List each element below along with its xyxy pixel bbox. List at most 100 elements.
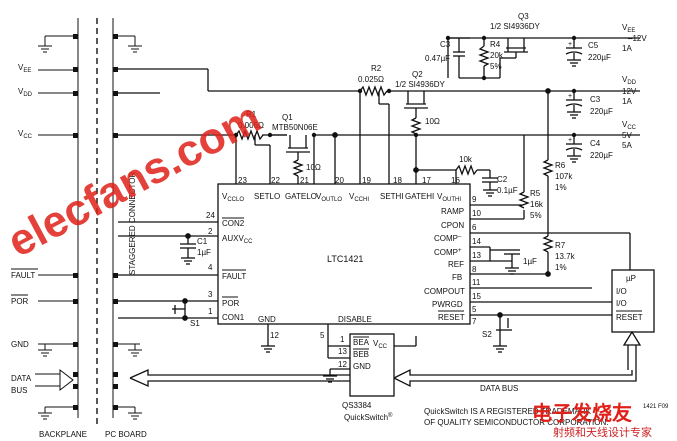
ic-name: LTC1421 <box>327 254 363 264</box>
qs-gnd: GND <box>353 362 371 371</box>
r5-value: 16k <box>530 200 544 209</box>
svg-text:COMP+: COMP+ <box>434 248 462 257</box>
svg-text:COMPOUT: COMPOUT <box>424 287 465 296</box>
q1-label: Q1 <box>282 113 293 122</box>
vcc-label: VCC <box>18 129 33 140</box>
qs3384-body <box>349 333 395 397</box>
r2-value: 0.025Ω <box>358 75 384 84</box>
up-io1: I/O <box>616 287 627 296</box>
rail-vee-current: 1A <box>622 44 632 53</box>
r10k-label: 10k <box>459 155 473 164</box>
r6-value: 107k <box>555 172 573 181</box>
por-label: POR <box>11 297 29 306</box>
qs-pin12: 12 <box>338 360 347 369</box>
qs-pin5: 5 <box>320 331 325 340</box>
ic-top-pin-names: VCCLO SETLO GATELO VOUTLO VCCHI SETHI GA… <box>222 192 461 203</box>
rail-vee-label: VEE <box>622 23 635 34</box>
s1-label: S1 <box>190 319 200 328</box>
bus-label: BUS <box>11 386 27 395</box>
svg-text:AUXVCC: AUXVCC <box>222 234 253 245</box>
svg-text:7: 7 <box>472 317 477 326</box>
rail-vdd-current: 1A <box>622 97 632 106</box>
figure-code: 1421 F09 <box>643 404 669 410</box>
rail-vcc-label: VCC <box>622 120 637 131</box>
svg-text:GATEHI: GATEHI <box>405 192 434 201</box>
q2-label: Q2 <box>412 70 423 79</box>
svg-text:10: 10 <box>472 209 481 218</box>
staggered-connector-label: STAGGERED CONNECTOR <box>128 172 137 275</box>
backplane-label: BACKPLANE <box>39 430 87 439</box>
svg-text:SETLO: SETLO <box>254 192 280 201</box>
qs-vcc: VCC <box>373 339 388 350</box>
r10a-label: 10Ω <box>306 163 321 172</box>
svg-text:VCCLO: VCCLO <box>222 192 244 203</box>
svg-text:COMP–: COMP– <box>434 234 462 243</box>
svg-text:RAMP: RAMP <box>441 207 464 216</box>
watermark-cn2: 射频和天线设计专家 <box>553 425 652 439</box>
r6-tol: 1% <box>555 183 567 192</box>
qs-name: QS3384 <box>342 401 372 410</box>
qs-pin13: 13 <box>338 347 347 356</box>
qs-leads <box>323 336 417 383</box>
r5-label: R5 <box>530 189 541 198</box>
data-label: DATA <box>11 374 32 383</box>
svg-text:3: 3 <box>208 290 213 299</box>
r7-tol: 1% <box>555 263 567 272</box>
c4-value: 220µF <box>590 151 613 160</box>
svg-text:22: 22 <box>271 176 280 185</box>
s1-switch <box>172 305 185 314</box>
ltc1421-body <box>217 183 471 325</box>
rail-vee-value: –12V <box>628 34 647 43</box>
rail-vdd-label: VDD <box>622 75 637 86</box>
r1-value: 0.005Ω <box>238 121 264 130</box>
c1-value: 1µF <box>197 248 211 257</box>
svg-text:2: 2 <box>208 227 213 236</box>
up-box <box>611 269 655 333</box>
r5-tol: 5% <box>530 211 542 220</box>
q1-group <box>233 129 583 184</box>
qs-pin1: 1 <box>340 335 345 344</box>
svg-text:18: 18 <box>393 176 402 185</box>
ic-gnd-label: GND <box>258 315 276 324</box>
q2-desc: 1/2 SI4936DY <box>395 80 445 89</box>
r6-label: R6 <box>555 161 566 170</box>
svg-text:17: 17 <box>422 176 431 185</box>
svg-text:14: 14 <box>472 237 481 246</box>
c3b-plus: + <box>568 93 572 100</box>
svg-text:15: 15 <box>472 292 481 301</box>
svg-text:VCCHI: VCCHI <box>349 192 369 203</box>
c3b-value: 220µF <box>590 107 613 116</box>
svg-text:5: 5 <box>472 305 477 314</box>
svg-text:REF: REF <box>448 260 464 269</box>
svg-text:4: 4 <box>208 263 213 272</box>
svg-text:CON2: CON2 <box>222 219 245 228</box>
ic-left-leads <box>118 221 218 321</box>
svg-text:13: 13 <box>472 251 481 260</box>
qs-beb: BEB <box>353 350 369 359</box>
c1-label: C1 <box>197 237 208 246</box>
note-line2: OF QUALITY SEMICONDUCTOR CORPORATION. <box>424 418 608 427</box>
r7-label: R7 <box>555 241 566 250</box>
svg-text:CON1: CON1 <box>222 313 245 322</box>
r4-tol: 5% <box>490 62 502 71</box>
up-io2: I/O <box>616 299 627 308</box>
watermark-cn1: 电子发烧友 <box>532 401 632 425</box>
qs-bea: BEA <box>353 338 370 347</box>
vee-label: VEE <box>18 63 31 74</box>
ic-top-leads <box>332 132 338 184</box>
c2-label: C2 <box>497 175 508 184</box>
svg-text:CPON: CPON <box>441 221 464 230</box>
qs-label: QuickSwitch® <box>344 412 393 422</box>
r10b-label: 10Ω <box>425 117 440 126</box>
r2-label: R2 <box>371 64 382 73</box>
fault-label: FAULT <box>11 271 35 280</box>
c4-label: C4 <box>590 139 601 148</box>
svg-text:1: 1 <box>208 307 213 316</box>
rail-vcc-value: 5V <box>622 131 632 140</box>
q3-label: Q3 <box>518 12 529 21</box>
c5-label: C5 <box>588 41 599 50</box>
rail-vdd-value: 12V <box>622 87 637 96</box>
q3-desc: 1/2 SI4936DY <box>490 22 540 31</box>
svg-text:20: 20 <box>335 176 344 185</box>
vdd-label: VDD <box>18 87 33 98</box>
